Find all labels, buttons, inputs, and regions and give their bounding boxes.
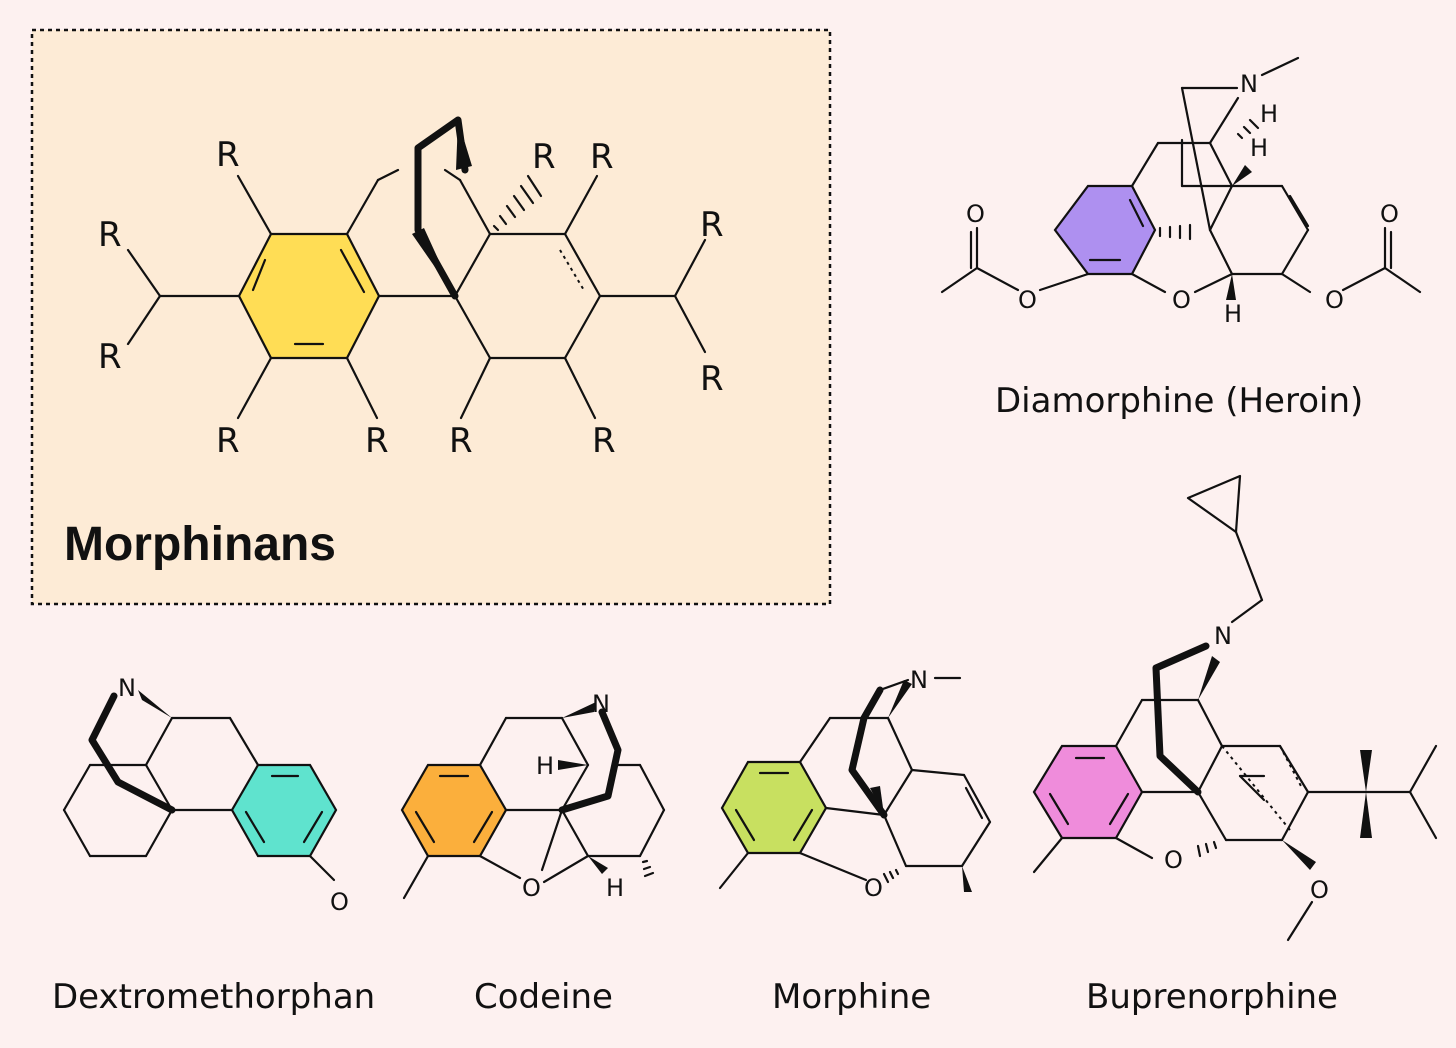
r-label: R [365, 421, 389, 461]
nitrogen-atom: N [910, 666, 928, 694]
molecule-name: Dextromethorphan [52, 977, 375, 1017]
oxygen-atom: O [864, 874, 883, 902]
oxygen-atom: O [966, 200, 985, 228]
ethylamine-bridge [558, 708, 622, 814]
r-label: R [700, 205, 724, 245]
wedge [1360, 750, 1372, 792]
ethylamine-bridge [1152, 642, 1210, 796]
aromatic-ring [230, 763, 338, 858]
wedge [962, 866, 972, 892]
dashed-bond [1221, 745, 1291, 831]
buprenorphine-structure: N O O Buprenorphine [1032, 474, 1438, 1017]
hash-wedge [1158, 118, 1260, 241]
hash-wedge [492, 174, 543, 232]
dextromethorphan-structure: N O Dextromethorphan [52, 674, 375, 1017]
diamorphine-bonds [940, 56, 1422, 294]
wedge-bridge [412, 228, 455, 296]
wedge [1226, 274, 1236, 300]
molecule-name: Diamorphine (Heroin) [995, 381, 1363, 421]
nitrogen-atom: N [1240, 70, 1258, 98]
dextromethorphan-bonds [62, 716, 336, 882]
aromatic-ring [1032, 744, 1144, 840]
morphine-structure: N O Morphine [718, 666, 992, 1017]
hydrogen-atom: H [536, 752, 554, 780]
r-label: R [216, 421, 240, 461]
r-label: R [98, 215, 122, 255]
oxygen-atom: O [1380, 200, 1399, 228]
codeine-structure: N H H O Codeine [400, 690, 666, 1017]
r-label: R [700, 359, 724, 399]
panel-box [30, 28, 832, 606]
morphine-bonds [718, 676, 992, 890]
r-label: R [592, 421, 616, 461]
aromatic-ring [720, 760, 828, 855]
diamorphine-structure: N H H H O O O O O Diamorphine (Heroin) [940, 56, 1422, 421]
hydrogen-atom: H [1224, 300, 1242, 328]
dashed-double-bond [559, 249, 586, 293]
molecule-name: Morphine [772, 977, 931, 1017]
hash-wedge [882, 868, 900, 884]
morphinan-bonds [126, 168, 707, 420]
hydrogen-atom: H [606, 874, 624, 902]
oxygen-atom: O [1164, 846, 1183, 874]
hydrogen-atom: H [1250, 134, 1268, 162]
wedge [1282, 840, 1316, 870]
nitrogen-atom: N [118, 674, 136, 702]
oxygen-atom: O [330, 888, 349, 916]
oxygen-atom: O [1325, 286, 1344, 314]
wedge [870, 786, 884, 815]
page-title: Morphinans [64, 518, 336, 571]
molecule-name: Buprenorphine [1086, 977, 1338, 1017]
wedge [138, 690, 172, 718]
nitrogen-atom: N [1214, 622, 1232, 650]
bridge-link [878, 678, 910, 692]
codeine-bonds [402, 716, 666, 900]
dashed-bond [1279, 745, 1303, 789]
r-label: R [532, 137, 556, 177]
r-label: R [216, 135, 240, 175]
r-label: R [98, 337, 122, 377]
wedge-top [456, 120, 472, 170]
wedge [1360, 792, 1372, 838]
wedge [888, 680, 912, 718]
ethylamine-bridge [88, 692, 176, 814]
buprenorphine-bonds [1032, 474, 1438, 942]
hydrogen-atom: H [1260, 100, 1278, 128]
molecule-name: Codeine [474, 977, 613, 1017]
wedge [562, 702, 596, 718]
wedge [588, 856, 608, 874]
aromatic-ring [400, 763, 508, 858]
ethylamine-bridge [848, 686, 888, 819]
morphinans-panel: R R R R R R R R R R R Morphinans [30, 28, 832, 606]
oxygen-atom: O [522, 874, 541, 902]
r-label: R [449, 421, 473, 461]
nitrogen-atom: N [592, 690, 610, 718]
wedge [1232, 165, 1252, 186]
hash-wedge [641, 859, 655, 878]
wedge [1198, 656, 1220, 700]
oxygen-atom: O [1172, 286, 1191, 314]
oxygen-atom: O [1310, 876, 1329, 904]
r-label: R [590, 137, 614, 177]
wedge [558, 760, 588, 770]
oxygen-atom: O [1018, 286, 1037, 314]
hash-wedge [1196, 840, 1218, 858]
